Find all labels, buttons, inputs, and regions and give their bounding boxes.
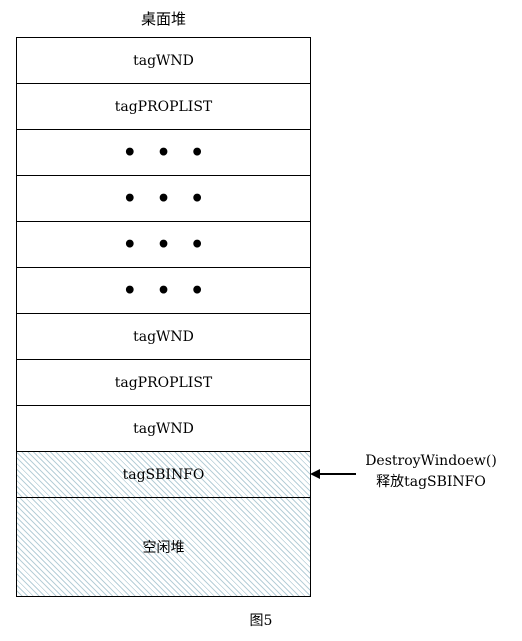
- heap-block-tagwnd-1: tagWND: [16, 37, 311, 84]
- annotation-line-2: 释放tagSBINFO: [376, 474, 486, 490]
- block-label: tagWND: [133, 328, 194, 345]
- annotation-line-1: DestroyWindoew(): [365, 453, 497, 469]
- block-label: tagWND: [133, 52, 194, 69]
- arrow-icon: [310, 469, 356, 479]
- heap-title: 桌面堆: [140, 10, 186, 28]
- heap-block-ellipsis-1: • • •: [16, 129, 311, 176]
- heap-block-free-heap: 空闲堆: [16, 497, 311, 597]
- block-label: tagPROPLIST: [114, 374, 213, 391]
- heap-block-tagproplist-2: tagPROPLIST: [16, 359, 311, 406]
- ellipsis-icon: • • •: [122, 277, 211, 304]
- ellipsis-icon: • • •: [122, 139, 211, 166]
- annotation: DestroyWindoew() 释放tagSBINFO: [356, 451, 506, 493]
- heap-block-tagsbinfo: tagSBINFO: [16, 451, 311, 498]
- heap-block-ellipsis-2: • • •: [16, 175, 311, 222]
- ellipsis-icon: • • •: [122, 231, 211, 258]
- ellipsis-icon: • • •: [122, 185, 211, 212]
- heap-block-ellipsis-4: • • •: [16, 267, 311, 314]
- block-label: tagPROPLIST: [114, 98, 213, 115]
- figure-caption: 图5: [249, 613, 273, 629]
- heap-stack: tagWND tagPROPLIST • • • • • • • • • • •…: [16, 37, 311, 597]
- block-label: tagSBINFO: [122, 466, 205, 483]
- heap-block-tagwnd-3: tagWND: [16, 405, 311, 452]
- heap-block-tagproplist-1: tagPROPLIST: [16, 83, 311, 130]
- heap-block-ellipsis-3: • • •: [16, 221, 311, 268]
- heap-block-tagwnd-2: tagWND: [16, 313, 311, 360]
- block-label: tagWND: [133, 420, 194, 437]
- block-label: 空闲堆: [142, 540, 185, 556]
